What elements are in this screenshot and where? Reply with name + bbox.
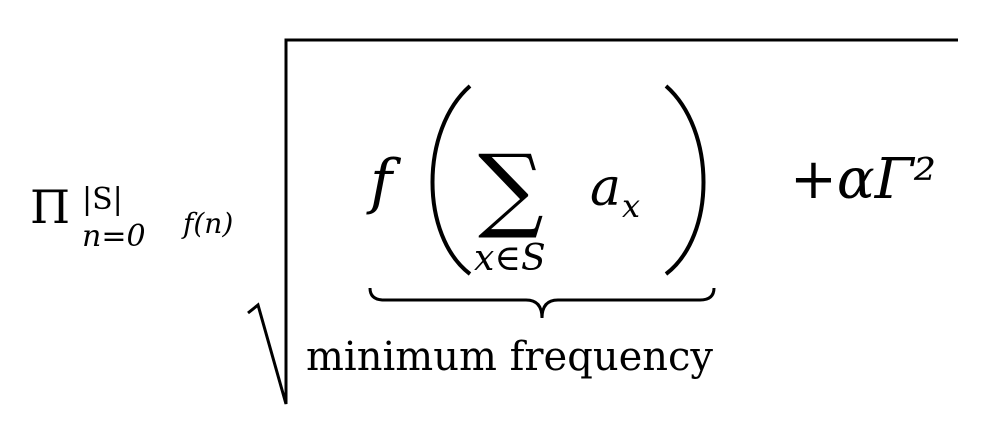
summand-subscript: x bbox=[622, 187, 641, 225]
right-parenthesis bbox=[664, 84, 706, 276]
product-lower-limit: n=0 bbox=[82, 219, 146, 254]
added-term: +αΓ² bbox=[790, 147, 937, 212]
summation-subscript: x∈S bbox=[474, 238, 546, 279]
product-upper-limit: |S| bbox=[82, 182, 123, 217]
product-symbol: Π bbox=[30, 180, 71, 234]
left-parenthesis bbox=[430, 84, 472, 276]
radical-sign bbox=[247, 38, 958, 405]
summand: a bbox=[590, 158, 622, 218]
summation-symbol: ∑ bbox=[478, 135, 544, 242]
product-term: f(n) bbox=[183, 207, 234, 240]
underbrace-label: minimum frequency bbox=[306, 334, 714, 380]
function-name: f bbox=[370, 147, 393, 217]
underbrace bbox=[368, 287, 716, 319]
